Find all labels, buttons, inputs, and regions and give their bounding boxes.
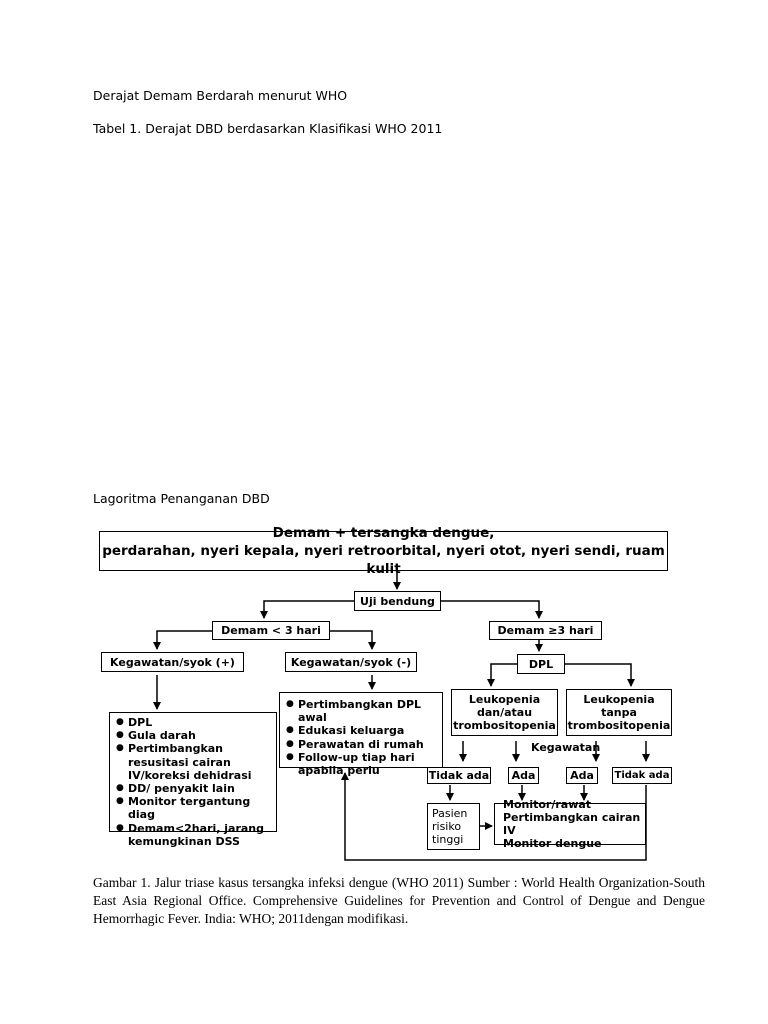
pasien-line-1: Pasien bbox=[432, 807, 468, 820]
leuko1-line-2: dan/atau bbox=[476, 706, 533, 719]
dpl-box: DPL bbox=[517, 654, 565, 674]
mid-item-4: Follow-up tiap hari apabila perlu bbox=[286, 751, 436, 777]
ada-box-2: Ada bbox=[566, 767, 598, 784]
left-list-box: DPL Gula darah Pertimbangkan resusitasi … bbox=[109, 712, 277, 848]
table-title: Tabel 1. Derajat DBD berdasarkan Klasifi… bbox=[93, 121, 443, 136]
mid-item-3: Perawatan di rumah bbox=[286, 738, 436, 751]
start-box: Demam + tersangka dengue, perdarahan, ny… bbox=[99, 525, 668, 577]
algorithm-heading: Lagoritma Penanganan DBD bbox=[93, 491, 270, 506]
leuko1-line-1: Leukopenia bbox=[468, 693, 541, 706]
leukopenia-tanpa-box: Leukopenia tanpa trombositopenia bbox=[566, 689, 672, 736]
monitor-box: Monitor/rawat Pertimbangkan cairan IV Mo… bbox=[494, 798, 646, 850]
tidak-ada-box-1: Tidak ada bbox=[427, 767, 491, 784]
mid-item-1: Pertimbangkan DPL awal bbox=[286, 698, 436, 724]
leuko2-line-3: trombositopenia bbox=[567, 719, 671, 732]
leuko2-line-2: tanpa bbox=[601, 706, 637, 719]
kegawatan-positif-box: Kegawatan/syok (+) bbox=[101, 652, 244, 672]
start-line-1: Demam + tersangka dengue, bbox=[272, 525, 495, 541]
leuko1-line-3: trombositopenia bbox=[453, 719, 556, 732]
figure-caption: Gambar 1. Jalur triase kasus tersangka i… bbox=[93, 875, 705, 926]
demam-lt3-box: Demam < 3 hari bbox=[212, 621, 330, 640]
pasien-line-3: tinggi bbox=[432, 833, 464, 846]
document-heading: Derajat Demam Berdarah menurut WHO bbox=[93, 88, 348, 103]
start-line-2: perdarahan, nyeri kepala, nyeri retroorb… bbox=[102, 543, 665, 577]
left-item-4: DD/ penyakit lain bbox=[116, 782, 270, 795]
ada-box-1: Ada bbox=[508, 767, 539, 784]
middle-list-box: Pertimbangkan DPL awal Edukasi keluarga … bbox=[279, 692, 443, 777]
pasien-line-2: risiko bbox=[432, 820, 462, 833]
left-item-2: Gula darah bbox=[116, 729, 270, 742]
tidak-ada-box-2: Tidak ada bbox=[612, 767, 672, 784]
left-item-3: Pertimbangkan resusitasi cairan IV/korek… bbox=[116, 742, 270, 782]
pasien-risiko-box: Pasien risiko tinggi bbox=[427, 803, 480, 850]
monitor-line-2: Pertimbangkan cairan IV bbox=[503, 811, 641, 837]
kegawatan-label: Kegawatan bbox=[531, 741, 601, 754]
mid-item-2: Edukasi keluarga bbox=[286, 724, 436, 737]
demam-ge3-box: Demam ≥3 hari bbox=[489, 621, 602, 640]
left-item-5: Monitor tergantung diag bbox=[116, 795, 270, 821]
left-item-6: Demam<2hari, jarang kemungkinan DSS bbox=[116, 822, 270, 848]
leuko2-line-1: Leukopenia bbox=[583, 693, 655, 706]
leukopenia-dan-atau-box: Leukopenia dan/atau trombositopenia bbox=[451, 689, 558, 736]
uji-bendung-box: Uji bendung bbox=[354, 591, 441, 611]
monitor-line-3: Monitor dengue bbox=[503, 837, 602, 850]
left-item-1: DPL bbox=[116, 716, 270, 729]
monitor-line-1: Monitor/rawat bbox=[503, 798, 592, 811]
kegawatan-negatif-box: Kegawatan/syok (-) bbox=[285, 652, 417, 672]
